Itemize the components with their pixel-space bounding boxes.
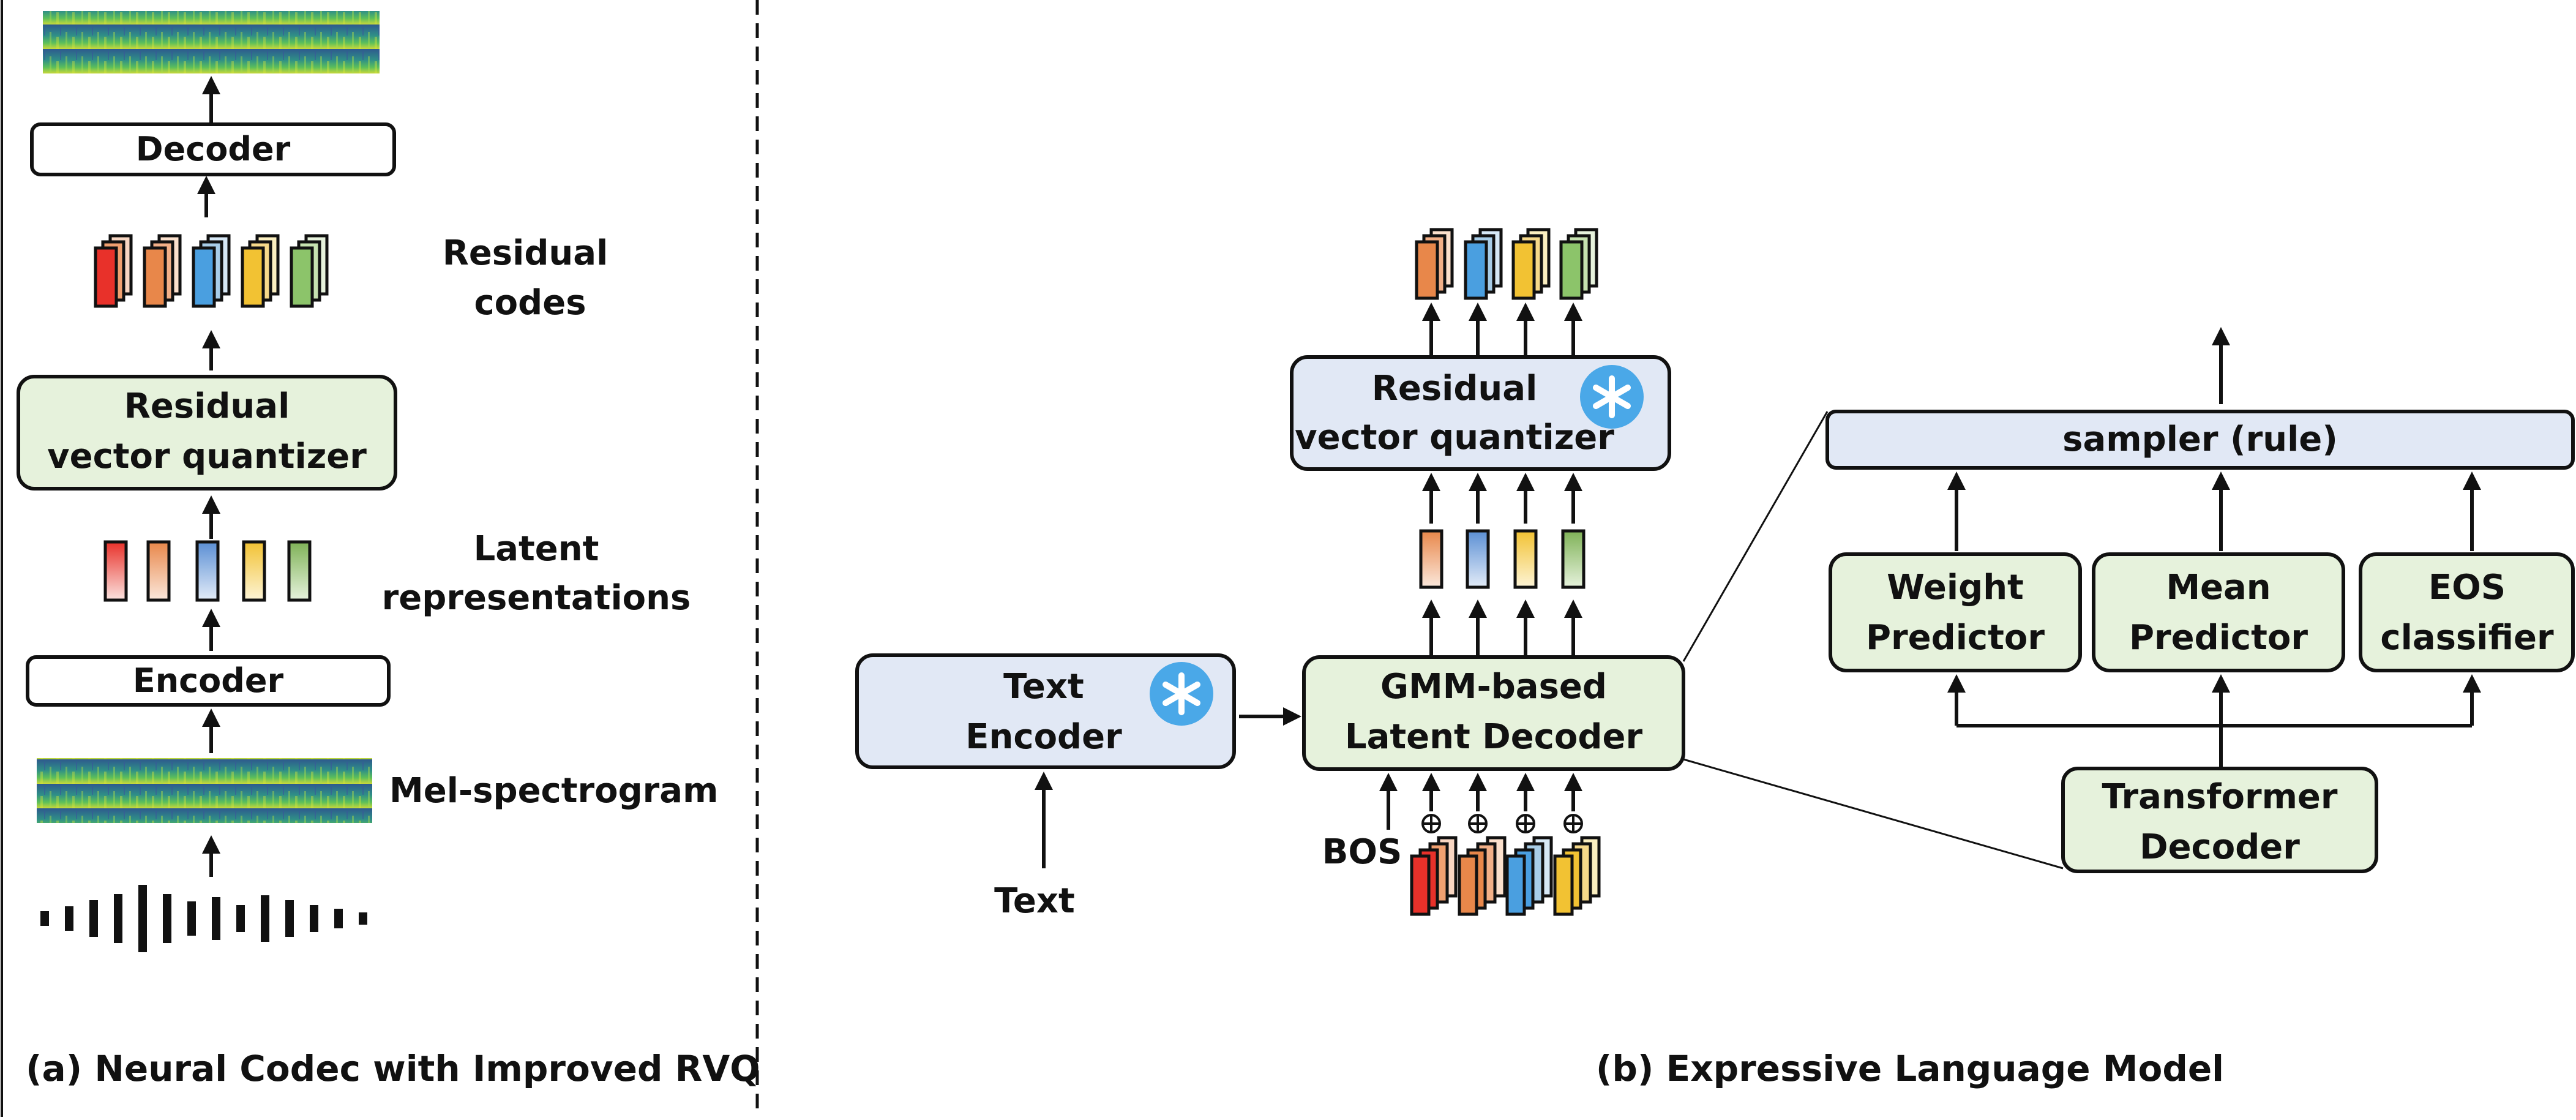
- mel-spectrogram-image: [37, 758, 372, 823]
- output-spectrogram: [43, 11, 380, 73]
- eos-classifier-label-1: EOS: [2428, 568, 2506, 607]
- frozen-icon: [1580, 365, 1644, 429]
- panel-b-caption: (b) Expressive Language Model: [1596, 1048, 2224, 1089]
- sampler-box: [1825, 410, 2575, 470]
- gmm-label-1: GMM-based: [1380, 667, 1607, 707]
- lm-input-codes: [1410, 836, 1601, 916]
- weight-predictor-label-2: Predictor: [1866, 618, 2045, 658]
- arrows-rvq-to-codes: [1422, 303, 1582, 355]
- codec-decoder-box: [30, 122, 396, 176]
- residual-codes-label-1: Residual: [443, 233, 608, 273]
- eos-classifier-box: [2359, 552, 2575, 672]
- bos-label: BOS: [1322, 832, 1402, 872]
- mean-predictor-box: [2092, 552, 2345, 672]
- zoom-line-bottom: [1683, 758, 2064, 870]
- latent-label-2: representations: [382, 578, 691, 618]
- arrows-gmm-to-latents: [1422, 599, 1582, 655]
- codec-rvq-label-2: vector quantizer: [47, 437, 367, 476]
- frozen-icon: [1150, 662, 1213, 726]
- gmm-latent-decoder-box: [1302, 655, 1685, 771]
- codec-latent-vectors: [103, 540, 312, 602]
- codec-rvq-box: [17, 375, 397, 490]
- weight-predictor-box: [1829, 552, 2082, 672]
- residual-codes-label-2: codes: [474, 283, 586, 323]
- lm-output-codes: [1415, 228, 1598, 300]
- mel-spectrogram-label: Mel-spectrogram: [389, 771, 718, 811]
- lm-latent-vectors: [1419, 529, 1586, 589]
- text-input-label: Text: [994, 881, 1075, 921]
- lm-rvq-label-1: Residual: [1372, 369, 1538, 408]
- codec-encoder-label: Encoder: [133, 661, 284, 700]
- codec-residual-codes: [94, 234, 329, 308]
- sampler-label: sampler (rule): [2062, 419, 2338, 459]
- panel-a-caption: (a) Neural Codec with Improved RVQ: [26, 1048, 760, 1089]
- latent-label-1: Latent: [474, 529, 599, 569]
- gmm-label-2: Latent Decoder: [1345, 717, 1643, 757]
- eos-classifier-label-2: classifier: [2380, 618, 2554, 658]
- waveform-icon: [40, 885, 367, 952]
- lm-rvq-label-2: vector quantizer: [1295, 418, 1614, 457]
- mean-predictor-label-2: Predictor: [2129, 618, 2308, 658]
- sum-icons: [1421, 814, 1583, 833]
- codec-encoder-box: [26, 655, 391, 707]
- transformer-decoder-box: [2061, 767, 2378, 873]
- mean-predictor-label-1: Mean: [2166, 568, 2271, 607]
- lm-rvq-box: [1290, 355, 1671, 471]
- weight-predictor-label-1: Weight: [1887, 568, 2024, 607]
- arrows-predictors-to-sampler: [1947, 472, 2481, 551]
- text-encoder-label-2: Encoder: [965, 717, 1122, 757]
- text-encoder-box: [855, 653, 1236, 769]
- transformer-decoder-label-1: Transformer: [2102, 777, 2337, 817]
- codec-decoder-label: Decoder: [136, 130, 291, 168]
- transformer-decoder-label-2: Decoder: [2140, 827, 2300, 867]
- text-encoder-label-1: Text: [1003, 667, 1084, 707]
- arrows-latents-to-rvq: [1422, 473, 1582, 524]
- zoom-line-top: [1682, 411, 1829, 662]
- arrows-transformer-to-predictors: [1947, 674, 2481, 769]
- arrows-inputs-to-gmm: [1422, 773, 1582, 811]
- codec-rvq-label-1: Residual: [124, 386, 290, 426]
